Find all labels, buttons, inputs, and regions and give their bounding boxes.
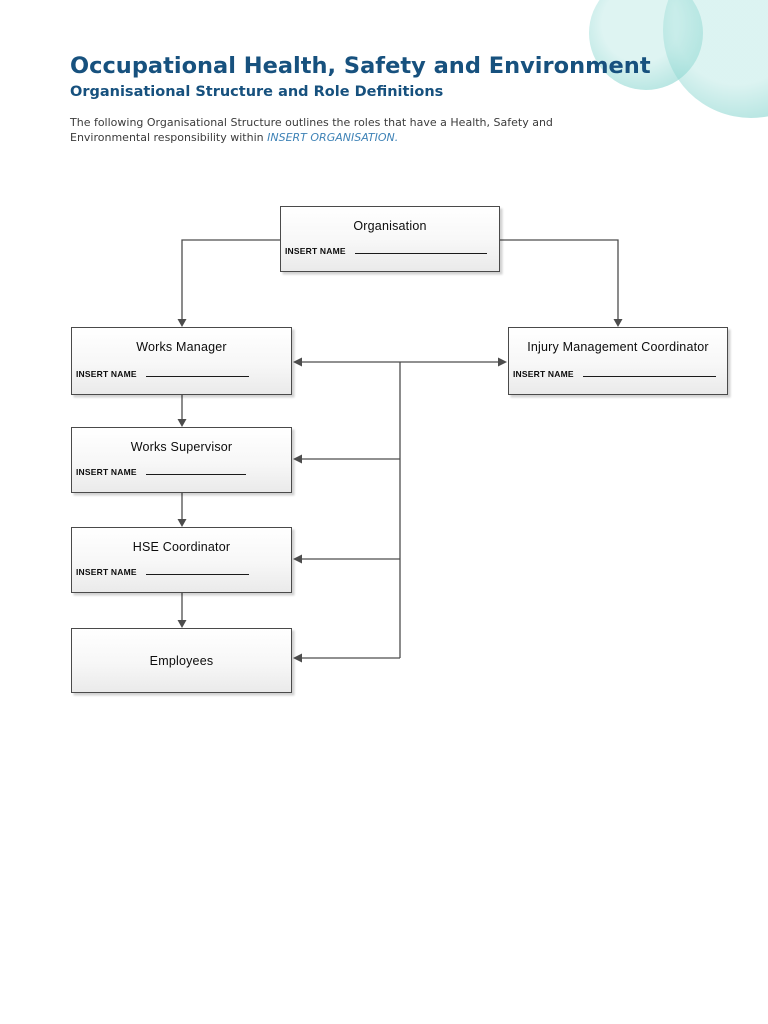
intro-line-1: The following Organisational Structure o… xyxy=(70,116,553,129)
insert-name-blank-line xyxy=(145,565,249,575)
arrowhead-down xyxy=(177,519,187,527)
org-node-hse-coordinator: HSE Coordinator INSERT NAME xyxy=(71,527,292,593)
insert-name-blank-line xyxy=(145,465,246,475)
insert-name-row: INSERT NAME xyxy=(76,562,249,580)
page-subtitle: Organisational Structure and Role Defini… xyxy=(70,84,444,100)
insert-name-row: INSERT NAME xyxy=(285,241,487,259)
insert-name-label: INSERT NAME xyxy=(76,467,137,477)
arrowhead-left xyxy=(293,454,302,464)
org-node-works-supervisor: Works Supervisor INSERT NAME xyxy=(71,427,292,493)
org-node-title: Employees xyxy=(149,653,214,668)
arrowhead-down xyxy=(177,319,187,327)
insert-name-label: INSERT NAME xyxy=(76,369,137,379)
insert-name-blank-line xyxy=(582,367,716,377)
intro-line-2: Environmental responsibility within xyxy=(70,130,268,144)
insert-name-label: INSERT NAME xyxy=(513,369,574,379)
insert-name-label: INSERT NAME xyxy=(285,246,346,256)
arrowhead-left xyxy=(293,357,302,367)
org-node-title: Injury Management Coordinator xyxy=(527,340,709,354)
intro-paragraph: The following Organisational Structure o… xyxy=(70,116,710,145)
insert-organisation-text: INSERT ORGANISATION. xyxy=(267,130,399,144)
insert-name-row: INSERT NAME xyxy=(76,462,246,480)
arrowhead-down xyxy=(177,620,187,628)
org-node-organisation: Organisation INSERT NAME xyxy=(280,206,500,272)
org-node-title: HSE Coordinator xyxy=(132,540,231,554)
arrowhead-down xyxy=(613,319,623,327)
org-node-works-manager: Works Manager INSERT NAME xyxy=(71,327,292,395)
insert-name-label: INSERT NAME xyxy=(76,567,137,577)
arrowhead-left xyxy=(293,653,302,663)
page-title: Occupational Health, Safety and Environm… xyxy=(70,53,651,79)
org-node-title: Organisation xyxy=(353,219,427,233)
org-node-employees: Employees xyxy=(71,628,292,693)
connector-org-to-works-manager xyxy=(181,239,280,320)
insert-name-blank-line xyxy=(354,244,487,254)
insert-name-row: INSERT NAME xyxy=(76,364,249,382)
insert-name-row: INSERT NAME xyxy=(513,364,716,382)
org-node-title: Works Manager xyxy=(136,340,227,354)
arrowhead-down xyxy=(177,419,187,427)
org-node-title: Works Supervisor xyxy=(130,440,233,454)
insert-name-blank-line xyxy=(145,367,249,377)
arrowhead-right xyxy=(498,357,507,367)
connector-org-to-imc xyxy=(500,239,619,320)
arrowhead-left xyxy=(293,554,302,564)
org-node-injury-management-coordinator: Injury Management Coordinator INSERT NAM… xyxy=(508,327,728,395)
